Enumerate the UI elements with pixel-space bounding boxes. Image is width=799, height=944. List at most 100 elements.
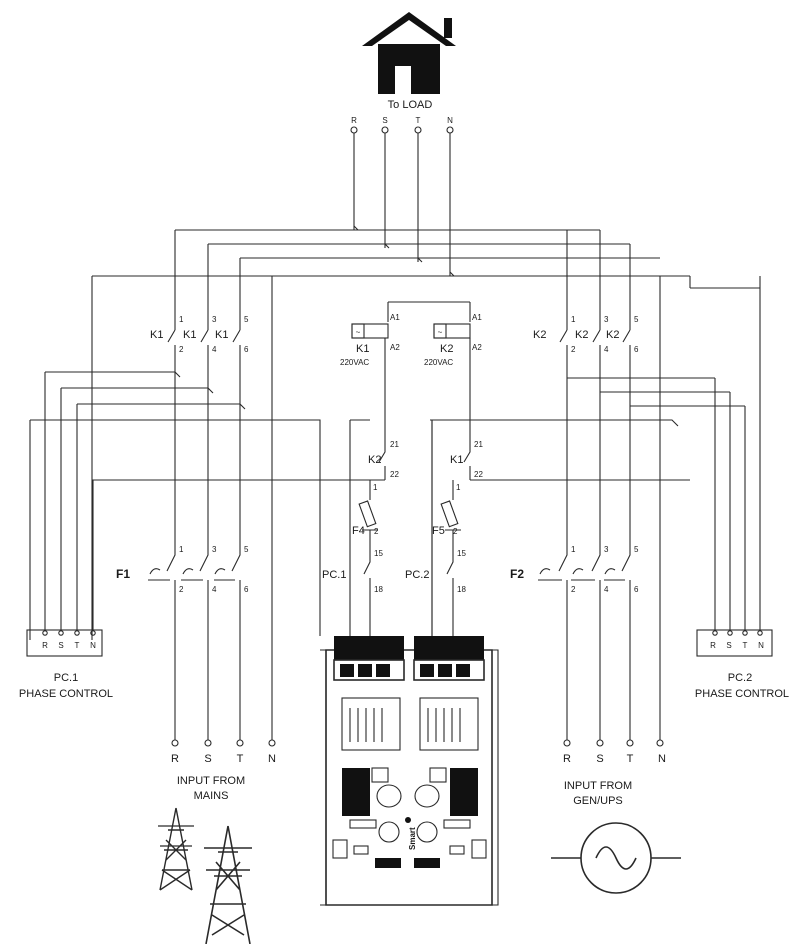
k1-contact-label-1: K1 <box>150 329 163 341</box>
svg-text:4: 4 <box>604 585 609 594</box>
svg-text:5: 5 <box>244 315 249 324</box>
svg-text:2: 2 <box>179 345 184 354</box>
load-terminals: R S T N <box>350 116 454 134</box>
svg-text:A2: A2 <box>390 343 400 352</box>
phase-control-pc2: R S T N PC.2 PHASE CONTROL <box>695 629 789 700</box>
mains-line2: MAINS <box>194 790 229 802</box>
svg-text:A1: A1 <box>472 313 482 322</box>
phase-control-pc1: R S T N PC.1 PHASE CONTROL <box>19 629 113 700</box>
svg-text:5: 5 <box>244 545 249 554</box>
pc1-title: PC.1 <box>54 672 78 684</box>
svg-text:4: 4 <box>212 345 217 354</box>
mains-input: R S T N INPUT FROM MAINS <box>171 739 276 802</box>
svg-text:A1: A1 <box>390 313 400 322</box>
k2-coil-voltage: 220VAC <box>424 358 453 367</box>
gen-line1: INPUT FROM <box>564 780 632 792</box>
svg-text:15: 15 <box>374 549 383 558</box>
svg-text:T: T <box>237 753 244 765</box>
k1-coil-label: K1 <box>356 343 369 355</box>
k2-contact-label-1: K2 <box>533 329 546 341</box>
phase-contact-pc1: PC.1 15 18 <box>322 548 383 636</box>
svg-text:6: 6 <box>634 585 639 594</box>
svg-text:N: N <box>90 641 96 650</box>
svg-text:3: 3 <box>604 315 609 324</box>
svg-text:1: 1 <box>571 545 576 554</box>
svg-text:S: S <box>596 753 603 765</box>
svg-text:1: 1 <box>179 545 184 554</box>
svg-text:18: 18 <box>457 585 466 594</box>
svg-text:A2: A2 <box>472 343 482 352</box>
load-terminal-t: T <box>416 116 421 125</box>
k1-contact-label-2: K1 <box>183 329 196 341</box>
svg-text:15: 15 <box>457 549 466 558</box>
k2-coil-label: K2 <box>440 343 453 355</box>
k1-contact-label-3: K1 <box>215 329 228 341</box>
svg-text:21: 21 <box>390 440 399 449</box>
pc1-subtitle: PHASE CONTROL <box>19 688 113 700</box>
phase-contact-pc2: PC.2 15 18 <box>405 548 466 636</box>
house-icon <box>362 12 456 94</box>
svg-text:F4: F4 <box>352 525 365 537</box>
svg-text:T: T <box>627 753 634 765</box>
generator-icon <box>551 822 681 894</box>
svg-text:N: N <box>268 753 276 765</box>
k2-main-contacts: K2 K2 K2 1 3 5 2 4 6 <box>533 315 639 540</box>
svg-text:1: 1 <box>179 315 184 324</box>
ats-controller-device: Smart <box>320 636 499 906</box>
load-terminal-s: S <box>382 116 387 125</box>
svg-text:18: 18 <box>374 585 383 594</box>
svg-text:4: 4 <box>212 585 217 594</box>
svg-text:T: T <box>75 641 80 650</box>
svg-text:N: N <box>758 641 764 650</box>
svg-text:3: 3 <box>604 545 609 554</box>
k2-coil: ~ A1 A2 K2 220VAC <box>424 313 482 367</box>
svg-text:1: 1 <box>373 483 378 492</box>
svg-text:6: 6 <box>244 585 249 594</box>
svg-text:22: 22 <box>390 470 399 479</box>
load-terminal-n: N <box>447 116 453 125</box>
svg-text:~: ~ <box>438 328 443 337</box>
svg-text:1: 1 <box>571 315 576 324</box>
svg-text:6: 6 <box>634 345 639 354</box>
pc2-title: PC.2 <box>728 672 752 684</box>
k1-coil: ~ A1 A2 K1 220VAC <box>340 313 400 367</box>
gen-line2: GEN/UPS <box>573 795 623 807</box>
breaker-f1: F1 1 3 5 2 4 6 <box>116 540 249 740</box>
svg-text:21: 21 <box>474 440 483 449</box>
k1-coil-voltage: 220VAC <box>340 358 369 367</box>
svg-text:2: 2 <box>453 527 458 536</box>
svg-text:2: 2 <box>179 585 184 594</box>
svg-text:3: 3 <box>212 545 217 554</box>
pc2-subtitle: PHASE CONTROL <box>695 688 789 700</box>
svg-text:1: 1 <box>456 483 461 492</box>
svg-text:3: 3 <box>212 315 217 324</box>
svg-text:K1: K1 <box>450 454 463 466</box>
svg-text:6: 6 <box>244 345 249 354</box>
svg-text:R: R <box>42 641 48 650</box>
svg-text:S: S <box>204 753 211 765</box>
svg-text:2: 2 <box>571 585 576 594</box>
svg-text:R: R <box>171 753 179 765</box>
svg-text:5: 5 <box>634 315 639 324</box>
fuse-f5: F5 1 2 <box>432 483 461 548</box>
transmission-tower-icon <box>158 807 252 944</box>
breaker-f2: F2 1 3 5 2 4 6 <box>510 540 639 740</box>
device-brand: Smart <box>408 827 417 850</box>
svg-text:S: S <box>58 641 63 650</box>
svg-text:R: R <box>563 753 571 765</box>
svg-text:2: 2 <box>571 345 576 354</box>
svg-text:K2: K2 <box>368 454 381 466</box>
svg-text:4: 4 <box>604 345 609 354</box>
svg-text:PC.1: PC.1 <box>322 569 346 581</box>
load-terminal-r: R <box>351 116 357 125</box>
svg-text:2: 2 <box>374 527 379 536</box>
k2-contact-label-3: K2 <box>606 329 619 341</box>
svg-text:R: R <box>710 641 716 650</box>
svg-text:F5: F5 <box>432 525 445 537</box>
svg-text:22: 22 <box>474 470 483 479</box>
svg-text:~: ~ <box>356 328 361 337</box>
svg-text:F2: F2 <box>510 567 524 581</box>
svg-text:N: N <box>658 753 666 765</box>
gen-input: R S T N INPUT FROM GEN/UPS <box>563 739 666 807</box>
